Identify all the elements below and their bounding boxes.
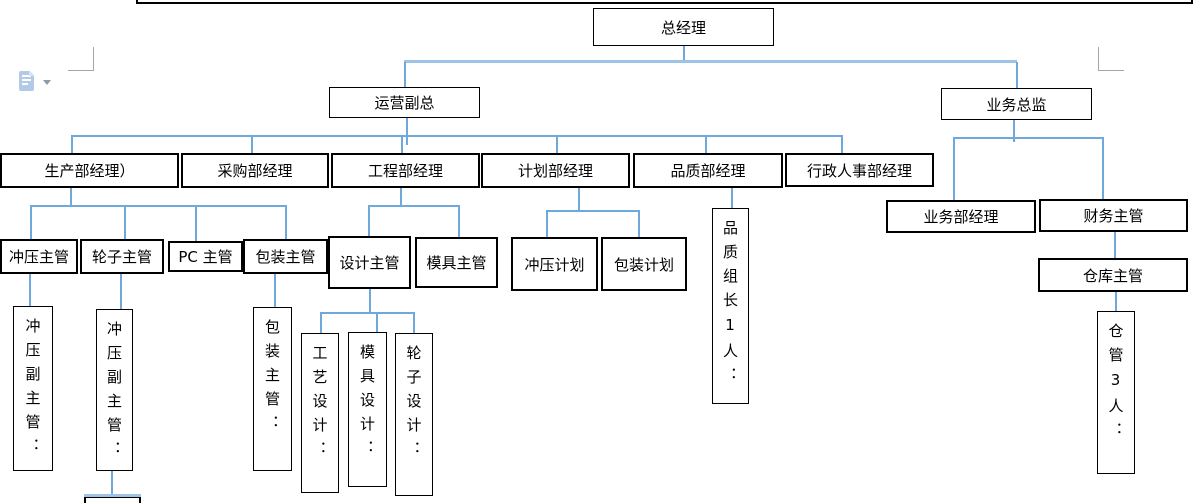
connector [368, 205, 459, 207]
connector [251, 135, 253, 153]
connector [705, 135, 707, 153]
connector [369, 289, 371, 313]
node-wheel-supervisor[interactable]: 轮子主管 [80, 239, 164, 274]
node-stamping-planning[interactable]: 冲压计划 [511, 237, 598, 291]
connector [71, 135, 842, 137]
connector [841, 135, 843, 153]
node-mold-design[interactable]: 模具设计： [348, 332, 387, 487]
margin-corner-mark-right [1098, 70, 1124, 71]
node-quality-manager[interactable]: 品质部经理 [633, 153, 783, 188]
connector [578, 188, 580, 211]
connector [953, 137, 1103, 139]
node-warehouse-keeper[interactable]: 仓管3人： [1097, 311, 1135, 474]
connector [124, 205, 126, 239]
connector [320, 312, 415, 314]
margin-corner-mark-left [68, 70, 94, 71]
node-planning-manager[interactable]: 计划部经理 [481, 153, 630, 188]
node-packaging-supervisor-detail[interactable]: 包装主管： [253, 307, 292, 471]
node-wheel-design[interactable]: 轮子设计： [395, 333, 433, 496]
connector [953, 137, 955, 200]
node-packaging-supervisor[interactable]: 包装主管 [243, 239, 328, 274]
connector [1102, 137, 1104, 199]
connector [731, 188, 733, 208]
node-pc-supervisor[interactable]: PC 主管 [168, 241, 243, 272]
connector [400, 188, 402, 206]
node-production-manager[interactable]: 生产部经理） [0, 153, 179, 188]
connector [638, 210, 640, 237]
connector [546, 210, 639, 212]
connector [285, 205, 287, 239]
node-admin-hr-manager[interactable]: 行政人事部经理 [785, 153, 934, 187]
connector [546, 210, 548, 237]
connector [120, 274, 122, 309]
connector [458, 205, 460, 237]
paste-options-button[interactable] [17, 70, 51, 93]
connector [368, 205, 370, 236]
connector [406, 118, 408, 145]
connector [29, 274, 31, 306]
connector [111, 471, 113, 497]
connector [413, 312, 415, 333]
connector [401, 135, 403, 153]
node-packaging-planning[interactable]: 包装计划 [601, 237, 687, 291]
connector [30, 205, 32, 239]
node-stamping-deputy-supervisor-1[interactable]: 冲压副主管： [13, 306, 53, 471]
connector-highlighted [84, 494, 141, 497]
margin-corner-mark-left [93, 47, 94, 71]
connector [71, 135, 73, 153]
node-operations-vp[interactable]: 运营副总 [329, 87, 480, 118]
connector [1115, 292, 1117, 311]
node-general-manager[interactable]: 总经理 [593, 8, 774, 46]
paste-options-icon [19, 70, 35, 91]
connector [1114, 232, 1116, 258]
chevron-down-icon[interactable] [43, 80, 51, 85]
node-design-supervisor[interactable]: 设计主管 [328, 236, 411, 289]
top-partial-shape[interactable] [136, 0, 1193, 4]
connector [404, 60, 1017, 63]
node-purchasing-manager[interactable]: 采购部经理 [181, 153, 329, 188]
connector [556, 135, 558, 153]
connector [1016, 62, 1018, 88]
node-business-dept-manager[interactable]: 业务部经理 [886, 200, 1036, 233]
node-warehouse-supervisor[interactable]: 仓库主管 [1038, 258, 1188, 292]
connector [376, 312, 378, 332]
margin-corner-mark-right [1098, 47, 1099, 71]
connector [1013, 120, 1015, 142]
node-process-design[interactable]: 工艺设计： [301, 333, 339, 493]
bottom-partial-shape[interactable] [84, 496, 141, 503]
node-stamping-deputy-supervisor-2[interactable]: 冲压副主管： [96, 309, 133, 471]
connector [195, 205, 197, 241]
connector [70, 188, 72, 206]
node-engineering-manager[interactable]: 工程部经理 [331, 153, 480, 188]
node-mold-supervisor[interactable]: 模具主管 [415, 237, 498, 288]
node-finance-supervisor[interactable]: 财务主管 [1039, 199, 1188, 232]
connector [404, 62, 406, 87]
connector [320, 312, 322, 333]
node-business-director[interactable]: 业务总监 [941, 88, 1092, 120]
node-stamping-supervisor[interactable]: 冲压主管 [0, 239, 78, 274]
node-quality-group-leader[interactable]: 品质组长1人： [712, 208, 749, 404]
connector [683, 46, 685, 62]
connector [30, 205, 286, 207]
connector [274, 274, 276, 307]
